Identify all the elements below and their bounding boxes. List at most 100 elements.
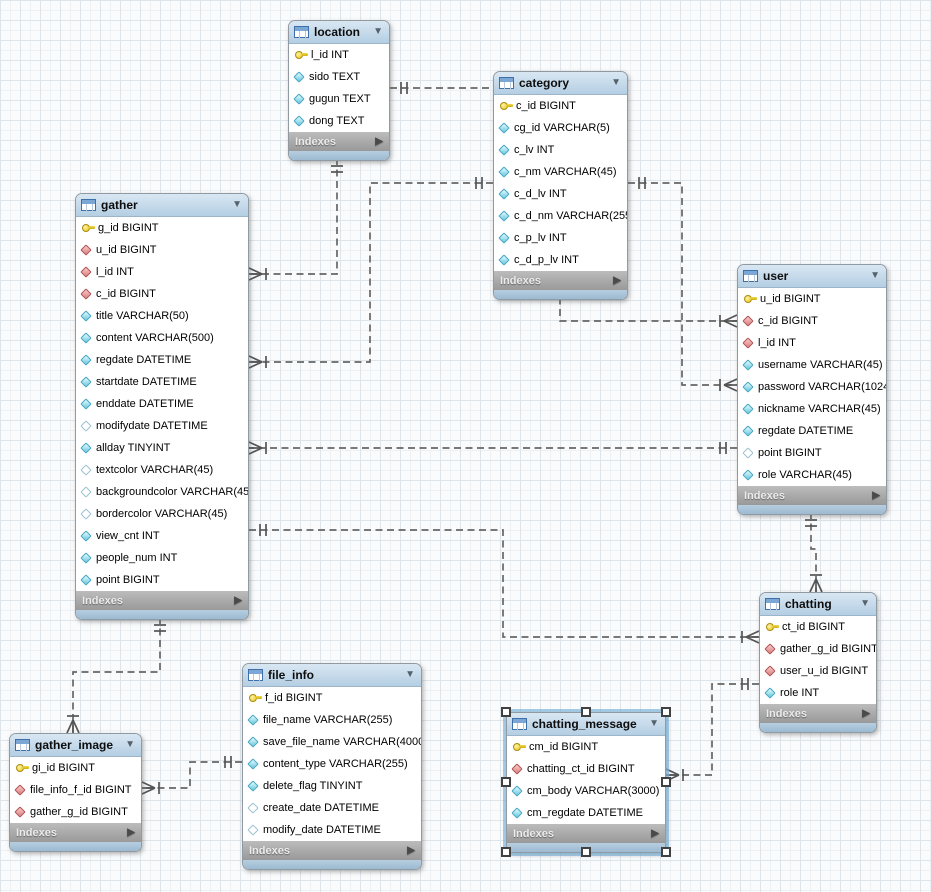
indexes-bar[interactable]: Indexes▶ bbox=[738, 486, 886, 505]
table-field-row[interactable]: dong TEXT bbox=[289, 110, 389, 132]
table-field-row[interactable]: gather_g_id BIGINT bbox=[760, 638, 876, 660]
table-field-row[interactable]: delete_flag TINYINT bbox=[243, 775, 421, 797]
selection-handle[interactable] bbox=[661, 707, 671, 717]
relationship-line[interactable] bbox=[390, 87, 737, 322]
relationship-line[interactable] bbox=[72, 617, 161, 733]
collapse-arrow-icon[interactable]: ▼ bbox=[373, 26, 383, 37]
collapse-arrow-icon[interactable]: ▼ bbox=[870, 270, 880, 281]
table-field-row[interactable]: allday TINYINT bbox=[76, 437, 248, 459]
table-field-row[interactable]: nickname VARCHAR(45) bbox=[738, 398, 886, 420]
selection-handle[interactable] bbox=[581, 847, 591, 857]
table-field-row[interactable]: u_id BIGINT bbox=[76, 239, 248, 261]
indexes-expand-icon[interactable]: ▶ bbox=[872, 489, 880, 501]
relationship-connector-category-gather[interactable] bbox=[248, 177, 493, 369]
indexes-expand-icon[interactable]: ▶ bbox=[613, 274, 621, 286]
selection-handle[interactable] bbox=[661, 847, 671, 857]
relationship-connector-location-user[interactable] bbox=[390, 82, 738, 328]
table-field-row[interactable]: chatting_ct_id BIGINT bbox=[507, 758, 665, 780]
table-field-row[interactable]: regdate DATETIME bbox=[738, 420, 886, 442]
selection-handle[interactable] bbox=[501, 777, 511, 787]
relationship-connector-user-chatting[interactable] bbox=[805, 512, 823, 593]
selection-handle[interactable] bbox=[581, 707, 591, 717]
table-header[interactable]: gather_image▼ bbox=[10, 734, 141, 757]
selection-handle[interactable] bbox=[661, 777, 671, 787]
relationship-line[interactable] bbox=[666, 683, 759, 776]
indexes-bar[interactable]: Indexes▶ bbox=[10, 823, 141, 842]
table-header[interactable]: category▼ bbox=[494, 72, 627, 95]
table-field-row[interactable]: content_type VARCHAR(255) bbox=[243, 753, 421, 775]
table-field-row[interactable]: gi_id BIGINT bbox=[10, 757, 141, 779]
table-header[interactable]: user▼ bbox=[738, 265, 886, 288]
collapse-arrow-icon[interactable]: ▼ bbox=[860, 598, 870, 609]
collapse-arrow-icon[interactable]: ▼ bbox=[649, 718, 659, 729]
indexes-expand-icon[interactable]: ▶ bbox=[234, 594, 242, 606]
table-field-row[interactable]: enddate DATETIME bbox=[76, 393, 248, 415]
table-field-row[interactable]: cm_body VARCHAR(3000) bbox=[507, 780, 665, 802]
relationship-connector-category-user[interactable] bbox=[628, 177, 738, 392]
relationship-line[interactable] bbox=[249, 182, 493, 363]
table-field-row[interactable]: cm_regdate DATETIME bbox=[507, 802, 665, 824]
table-field-row[interactable]: l_id INT bbox=[289, 44, 389, 66]
table-field-row[interactable]: file_info_f_id BIGINT bbox=[10, 779, 141, 801]
relationship-connector-chatting-chatting_message[interactable] bbox=[665, 678, 759, 782]
relationship-connector-gather-gather_image[interactable] bbox=[66, 617, 166, 734]
table-field-row[interactable]: c_id BIGINT bbox=[738, 310, 886, 332]
indexes-expand-icon[interactable]: ▶ bbox=[407, 844, 415, 856]
table-field-row[interactable]: role VARCHAR(45) bbox=[738, 464, 886, 486]
table-field-row[interactable]: user_u_id BIGINT bbox=[760, 660, 876, 682]
table-field-row[interactable]: c_id BIGINT bbox=[494, 95, 627, 117]
table-field-row[interactable]: gugun TEXT bbox=[289, 88, 389, 110]
table-field-row[interactable]: c_lv INT bbox=[494, 139, 627, 161]
table-field-row[interactable]: title VARCHAR(50) bbox=[76, 305, 248, 327]
table-field-row[interactable]: view_cnt INT bbox=[76, 525, 248, 547]
collapse-arrow-icon[interactable]: ▼ bbox=[611, 77, 621, 88]
table-field-row[interactable]: role INT bbox=[760, 682, 876, 704]
table-field-row[interactable]: file_name VARCHAR(255) bbox=[243, 709, 421, 731]
table-header[interactable]: location▼ bbox=[289, 21, 389, 44]
table-header[interactable]: chatting▼ bbox=[760, 593, 876, 616]
relationship-connector-gather-chatting[interactable] bbox=[249, 524, 760, 644]
table-field-row[interactable]: password VARCHAR(1024) bbox=[738, 376, 886, 398]
table-field-row[interactable]: c_id BIGINT bbox=[76, 283, 248, 305]
table-field-row[interactable]: gather_g_id BIGINT bbox=[10, 801, 141, 823]
table-field-row[interactable]: u_id BIGINT bbox=[738, 288, 886, 310]
relationship-line[interactable] bbox=[142, 761, 242, 789]
table-field-row[interactable]: startdate DATETIME bbox=[76, 371, 248, 393]
relationship-line[interactable] bbox=[628, 182, 737, 386]
indexes-bar[interactable]: Indexes▶ bbox=[243, 841, 421, 860]
table-field-row[interactable]: point BIGINT bbox=[738, 442, 886, 464]
indexes-bar[interactable]: Indexes▶ bbox=[494, 271, 627, 290]
collapse-arrow-icon[interactable]: ▼ bbox=[125, 739, 135, 750]
table-field-row[interactable]: backgroundcolor VARCHAR(45) bbox=[76, 481, 248, 503]
relationship-connector-file_info-gather_image[interactable] bbox=[141, 756, 242, 795]
indexes-bar[interactable]: Indexes▶ bbox=[507, 824, 665, 843]
indexes-expand-icon[interactable]: ▶ bbox=[651, 827, 659, 839]
table-field-row[interactable]: g_id BIGINT bbox=[76, 217, 248, 239]
relationship-connector-location-gather[interactable] bbox=[248, 158, 343, 281]
table-field-row[interactable]: create_date DATETIME bbox=[243, 797, 421, 819]
selection-handle[interactable] bbox=[501, 707, 511, 717]
table-field-row[interactable]: sido TEXT bbox=[289, 66, 389, 88]
table-field-row[interactable]: save_file_name VARCHAR(4000) bbox=[243, 731, 421, 753]
table-field-row[interactable]: c_d_nm VARCHAR(255) bbox=[494, 205, 627, 227]
indexes-bar[interactable]: Indexes▶ bbox=[289, 132, 389, 151]
table-field-row[interactable]: textcolor VARCHAR(45) bbox=[76, 459, 248, 481]
table-field-row[interactable]: people_num INT bbox=[76, 547, 248, 569]
table-field-row[interactable]: ct_id BIGINT bbox=[760, 616, 876, 638]
table-header[interactable]: gather▼ bbox=[76, 194, 248, 217]
collapse-arrow-icon[interactable]: ▼ bbox=[405, 669, 415, 680]
table-field-row[interactable]: content VARCHAR(500) bbox=[76, 327, 248, 349]
indexes-expand-icon[interactable]: ▶ bbox=[127, 826, 135, 838]
collapse-arrow-icon[interactable]: ▼ bbox=[232, 199, 242, 210]
table-field-row[interactable]: modifydate DATETIME bbox=[76, 415, 248, 437]
table-field-row[interactable]: point BIGINT bbox=[76, 569, 248, 591]
table-field-row[interactable]: l_id INT bbox=[76, 261, 248, 283]
table-field-row[interactable]: username VARCHAR(45) bbox=[738, 354, 886, 376]
table-field-row[interactable]: c_p_lv INT bbox=[494, 227, 627, 249]
